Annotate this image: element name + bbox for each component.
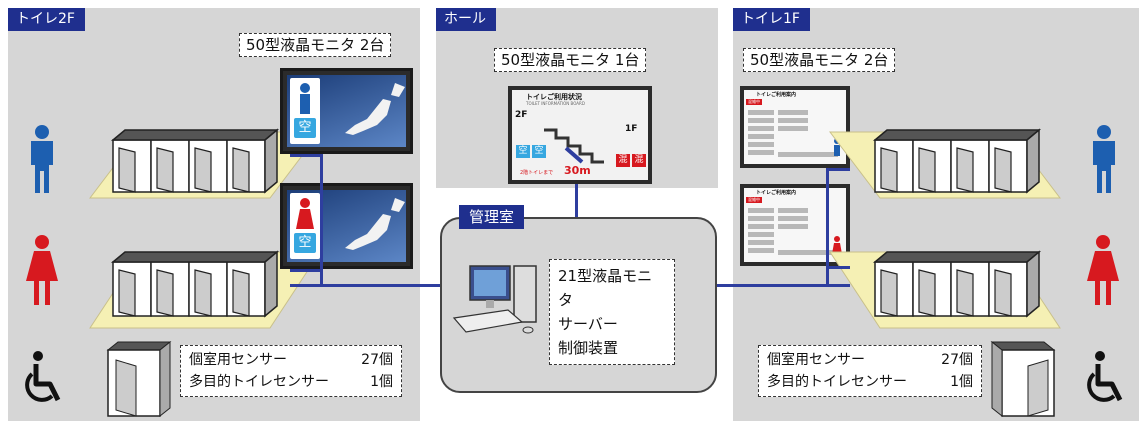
connector-right-mid: [826, 266, 850, 269]
female-icon: [832, 236, 842, 254]
connector-hall-to-mgmt: [575, 184, 578, 220]
management-room-tag: 管理室: [459, 205, 525, 229]
board-title: トイレご利用状況: [526, 93, 582, 101]
monitor-1f-male: トイレご利用案内 混雑中: [740, 86, 850, 168]
monitor-2f-male: 空: [280, 68, 413, 154]
connector-left-vertical: [320, 154, 323, 285]
equipment-item: サーバー: [558, 315, 618, 333]
busy-sign: 混: [616, 154, 630, 167]
female-icon: [1087, 235, 1119, 305]
busy-sign: 混: [632, 154, 646, 167]
connector-left-to-mgmt: [290, 284, 442, 287]
board-title: トイレご利用案内: [756, 92, 797, 98]
monitor-count-label-hall: 50型液晶モニタ 1台: [494, 48, 647, 72]
male-icon: [300, 83, 310, 114]
vacant-sign: 空: [516, 145, 530, 158]
status-badge: 混雑中: [746, 99, 762, 105]
wheelchair-icon: [25, 351, 61, 402]
panel-tag-hall: ホール: [436, 8, 496, 31]
distance-note: 2階トイレまで: [520, 170, 554, 176]
monitor-count-label-2f: 50型液晶モニタ 2台: [239, 33, 392, 57]
panel-tag-1f: トイレ1F: [733, 8, 810, 31]
monitor-count-label-1f: 50型液晶モニタ 2台: [743, 48, 896, 72]
connector-mgmt-to-right: [715, 284, 850, 287]
vacant-sign: 空: [294, 233, 316, 253]
panel-tag-2f: トイレ2F: [8, 8, 85, 31]
desktop-computer-icon: [452, 265, 537, 334]
wheelchair-icon: [1087, 351, 1123, 402]
accessible-stall-1f: [990, 340, 1056, 418]
connector-left-mid: [290, 269, 322, 272]
female-icon: [296, 198, 314, 229]
vacant-sign: 空: [294, 118, 316, 138]
male-icon: [1093, 125, 1115, 193]
vacant-sign: 空: [532, 145, 546, 158]
toilet-stalls-1f-upper: [828, 128, 1062, 199]
equipment-item: 21型液晶モニタ: [558, 267, 653, 309]
management-equipment-list: 21型液晶モニタ サーバー 制御装置: [549, 259, 675, 365]
japan-map-icon: [345, 198, 405, 250]
status-badge: 混雑中: [746, 197, 762, 203]
toilet-info-board-hall: トイレご利用状況 TOILET INFORMATION BOARD 2F 1F …: [508, 86, 652, 184]
connector-left-upper: [290, 154, 322, 157]
female-icon: [26, 235, 58, 305]
board-title: トイレご利用案内: [756, 190, 797, 196]
toilet-stalls-1f-lower: [829, 250, 1061, 329]
floor-2f-label: 2F: [515, 110, 528, 120]
stairs-icon: [544, 128, 604, 164]
male-icon: [31, 125, 53, 193]
monitor-1f-female: トイレご利用案内 混雑中: [740, 184, 850, 266]
toilet-stalls-2f-lower: [89, 250, 321, 329]
monitor-2f-female: 空: [280, 183, 413, 269]
board-subtitle: TOILET INFORMATION BOARD: [526, 101, 585, 106]
toilet-stalls-2f-upper: [88, 128, 322, 199]
accessible-stall-2f: [106, 340, 172, 418]
connector-right-vertical: [826, 168, 829, 287]
equipment-item: 制御装置: [558, 339, 619, 357]
distance-value: 30m: [564, 164, 591, 177]
japan-map-icon: [345, 83, 405, 135]
floor-1f-label: 1F: [625, 124, 638, 134]
connector-right-upper: [826, 168, 850, 171]
